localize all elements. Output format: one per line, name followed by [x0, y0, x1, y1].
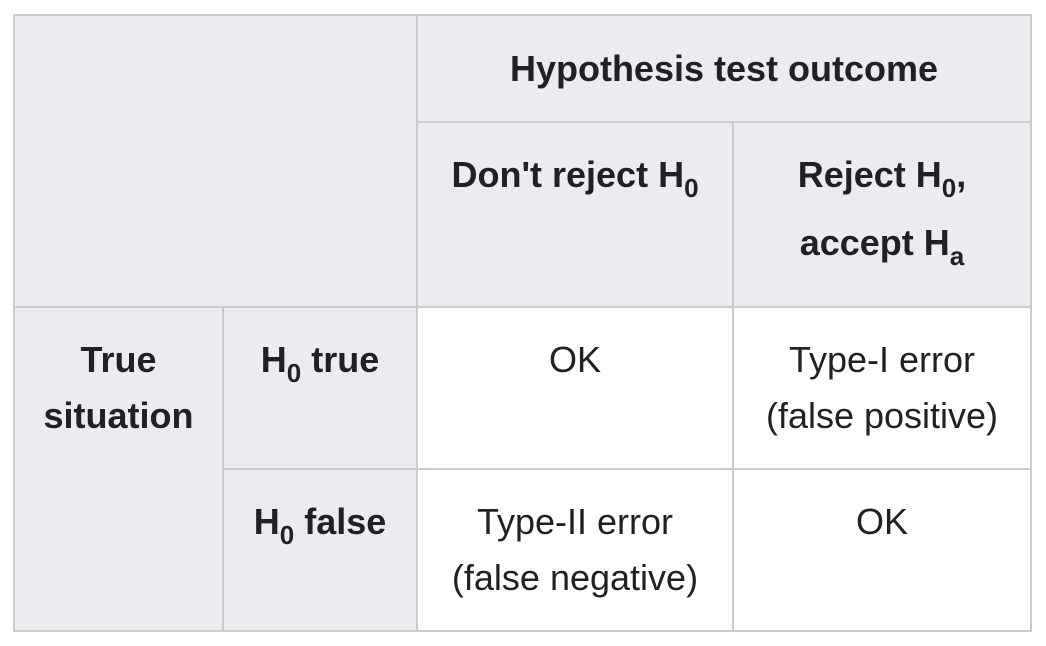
col-header-dont-reject: Don't reject H0 — [416, 121, 734, 308]
hypothesis-table-wrapper: Hypothesis test outcome Don't reject H0 … — [13, 14, 1032, 632]
corner-cell — [13, 14, 418, 308]
cell-h0-false-dont-reject: Type-II error (false negative) — [416, 468, 734, 632]
hypothesis-test-table: Hypothesis test outcome Don't reject H0 … — [13, 14, 1032, 632]
row-header-h0-false: H0 false — [222, 468, 418, 632]
cell-h0-true-reject: Type-I error (false positive) — [732, 306, 1032, 470]
true-situation-header: True situation — [13, 306, 224, 632]
cell-h0-false-reject: OK — [732, 468, 1032, 632]
row-header-h0-true: H0 true — [222, 306, 418, 470]
col-header-reject: Reject H0, accept Ha — [732, 121, 1032, 308]
outcome-header: Hypothesis test outcome — [416, 14, 1032, 123]
cell-h0-true-dont-reject: OK — [416, 306, 734, 470]
